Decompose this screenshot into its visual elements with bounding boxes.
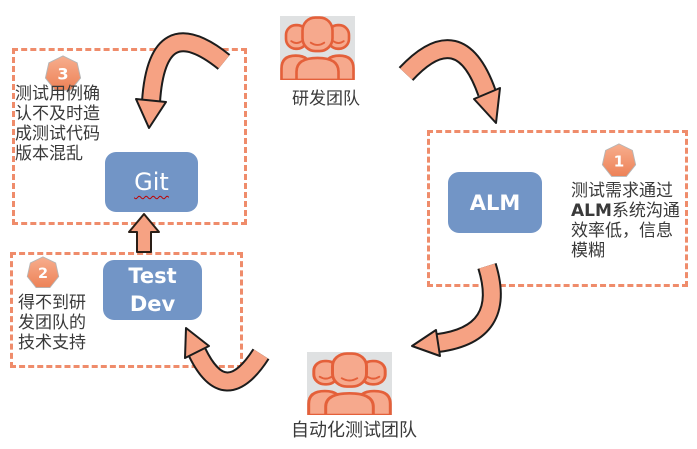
- issue-badge-3-number: 3: [57, 65, 68, 84]
- issue-1-line: 测试需求通过: [571, 181, 673, 201]
- issue-1-line2-rest: 系统沟通: [611, 201, 680, 221]
- issue-box-testdev: [10, 252, 243, 368]
- issue-2-line: 发团队的: [18, 313, 86, 333]
- issue-badge-1: 1: [601, 143, 637, 177]
- git-node-label: Git: [134, 168, 169, 196]
- issue-box-alm: [427, 130, 688, 287]
- issue-3-line: 测试用例确: [15, 84, 100, 104]
- issue-badge-3: 3: [44, 55, 82, 91]
- issue-badge-2-number: 2: [38, 266, 48, 282]
- issue-3-line: 版本混乱: [15, 144, 83, 164]
- issue-3-line: 成测试代码: [15, 124, 100, 144]
- people-group-icon: [307, 352, 392, 415]
- alm-node: ALM: [448, 172, 542, 233]
- issue-3-text: 测试用例确 认不及时造 成测试代码 版本混乱: [15, 84, 100, 164]
- issue-1-line: 效率低，信息: [571, 221, 673, 241]
- testdev-node-label-line2: Dev: [129, 292, 176, 316]
- testdev-node: Test Dev: [103, 260, 202, 320]
- arrow-dev-team-to-alm-icon: [398, 39, 501, 124]
- issue-1-line: 模糊: [571, 241, 605, 261]
- heptagon-shape: [601, 143, 637, 177]
- heptagon-shape: [44, 55, 82, 91]
- heptagon-shape: [26, 256, 60, 288]
- alm-node-label: ALM: [469, 190, 521, 215]
- issue-badge-2: 2: [26, 256, 60, 288]
- git-node: Git: [105, 152, 198, 212]
- issue-2-text: 得不到研 发团队的 技术支持: [18, 293, 86, 353]
- testdev-node-label-line1: Test: [128, 264, 177, 288]
- issue-2-line: 技术支持: [18, 333, 86, 353]
- issue-badge-1-number: 1: [614, 152, 625, 170]
- issue-3-line: 认不及时造: [15, 104, 100, 124]
- issue-1-line: ALM系统沟通: [571, 201, 680, 221]
- issue-1-text: 测试需求通过 ALM系统沟通 效率低，信息 模糊: [571, 181, 680, 261]
- qa-team-label: 自动化测试团队: [291, 420, 417, 441]
- dev-team-label: 研发团队: [292, 89, 360, 109]
- issue-2-line: 得不到研: [18, 293, 86, 313]
- issue-1-alm-emphasis: ALM: [571, 201, 612, 221]
- people-group-icon: [280, 16, 355, 80]
